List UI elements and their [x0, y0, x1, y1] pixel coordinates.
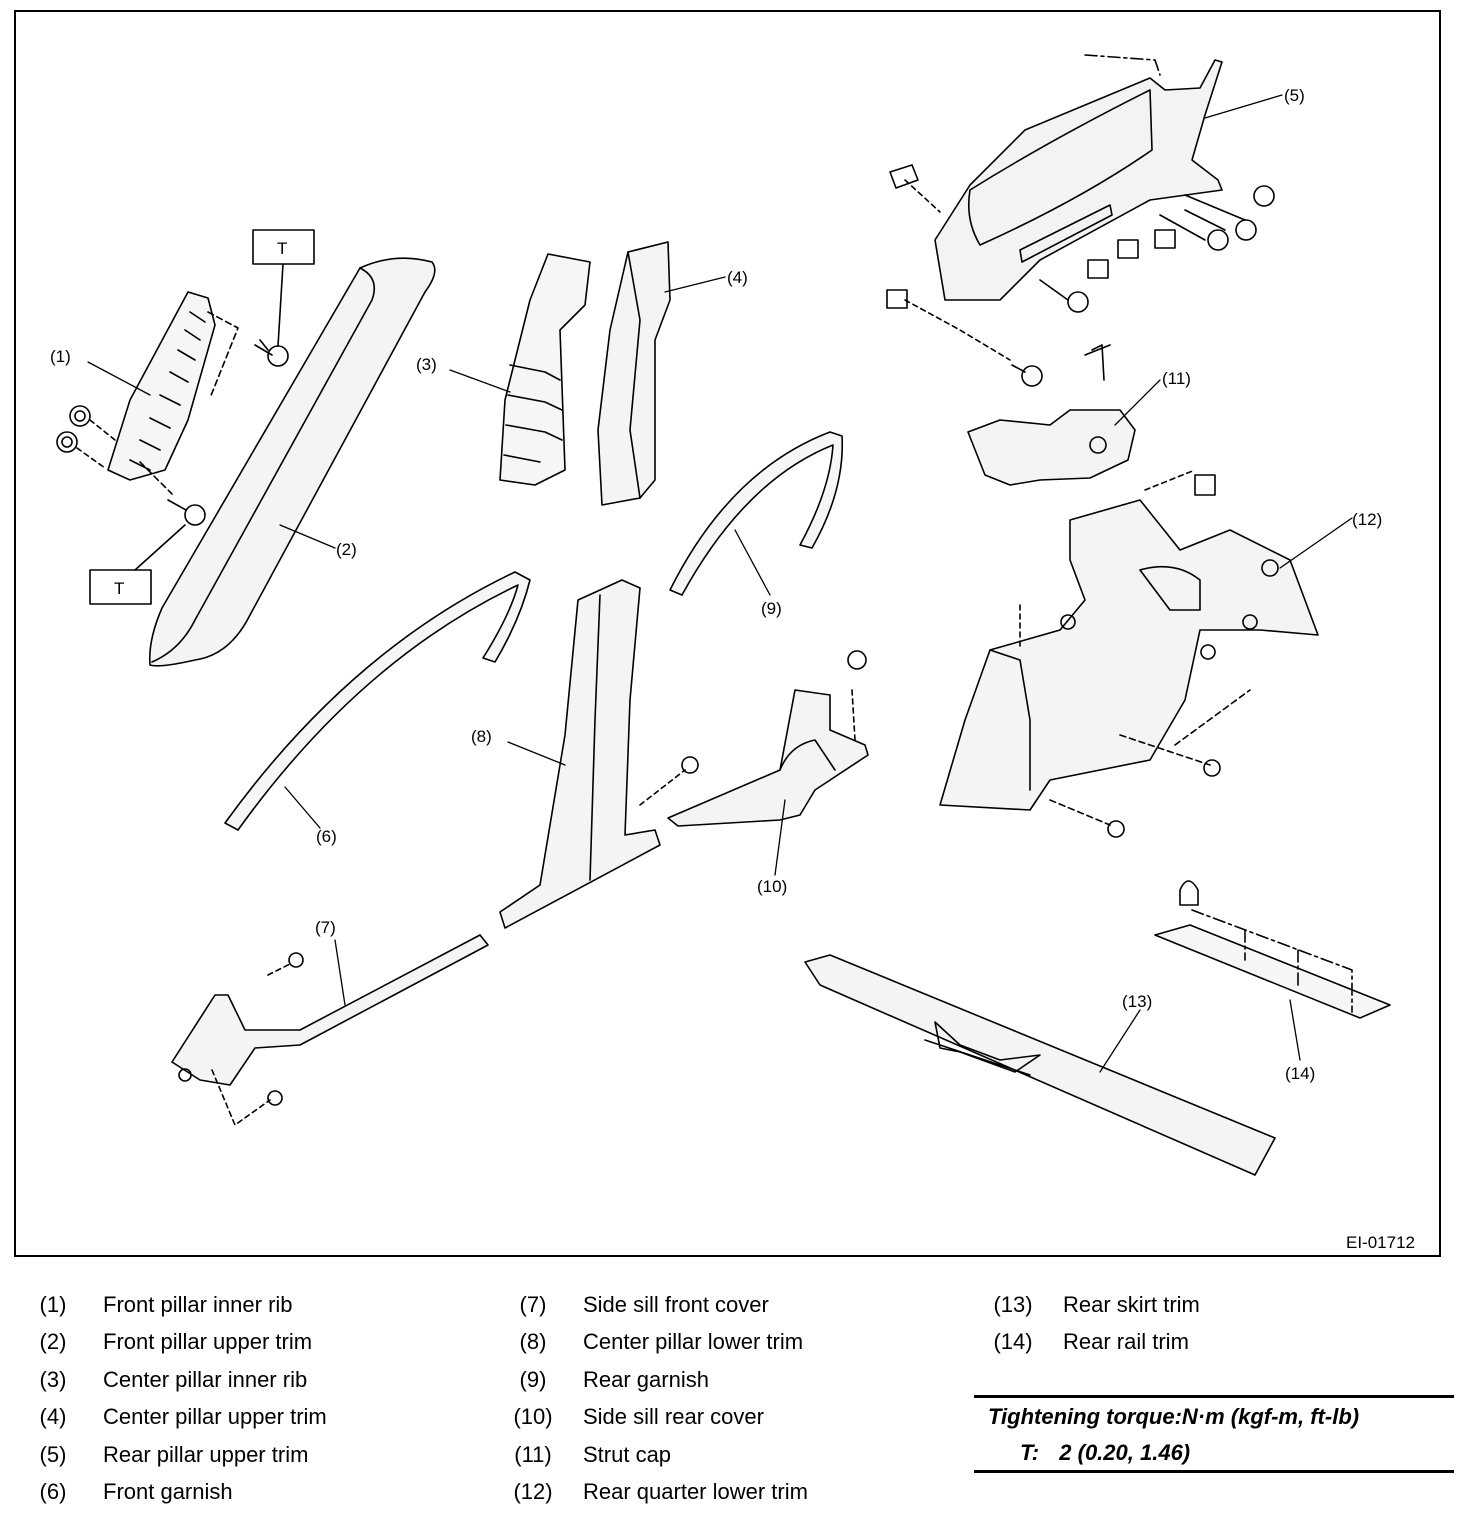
legend-number: (14) [993, 1329, 1033, 1354]
legend-number: (5) [39, 1442, 67, 1467]
callout-7: (7) [315, 918, 336, 937]
legend-name: Side sill rear cover [583, 1404, 764, 1429]
legend-number: (1) [39, 1292, 67, 1317]
torque-symbol-upper: T [277, 239, 287, 258]
torque-symbol-lower: T [114, 579, 124, 598]
center-pillar-upper-trim-part [597, 241, 671, 506]
legend-number: (2) [39, 1329, 67, 1354]
legend-number: (4) [39, 1404, 67, 1429]
rear-pillar-upper-trim-part [886, 54, 1275, 387]
legend-number: (12) [513, 1479, 553, 1504]
callout-11: (11) [1162, 369, 1191, 388]
legend-name: Rear garnish [583, 1367, 709, 1392]
exploded-diagram: (1) (2) (3) (4) (5) (6) (7) (8) (9) (10)… [14, 10, 1441, 1257]
side-sill-rear-cover-part [667, 650, 869, 827]
side-sill-front-cover-part [171, 934, 489, 1126]
callout-4: (4) [727, 268, 748, 287]
legend-name: Front garnish [103, 1479, 233, 1504]
rear-skirt-trim-part [804, 954, 1276, 1176]
callout-9: (9) [761, 599, 782, 618]
figure-id: EI-01712 [1346, 1233, 1415, 1252]
front-pillar-upper-trim-part [148, 257, 436, 667]
callout-8: (8) [471, 727, 492, 746]
legend-number: (11) [514, 1442, 552, 1467]
torque-spec-row: T: 2 (0.20, 1.46) [1020, 1440, 1472, 1466]
legend-name: Center pillar inner rib [103, 1367, 308, 1392]
callout-labels: (1) (2) (3) (4) (5) (6) (7) (8) (9) (10)… [50, 86, 1415, 1252]
torque-spec-label: T: [1020, 1440, 1040, 1465]
callout-13: (13) [1122, 992, 1152, 1011]
rear-quarter-lower-trim-part [939, 469, 1319, 838]
callout-10: (10) [757, 877, 787, 896]
callout-12: (12) [1352, 510, 1382, 529]
legend-name: Rear rail trim [1063, 1329, 1189, 1354]
legend-number: (8) [519, 1329, 547, 1354]
legend-number: (3) [39, 1367, 67, 1392]
legend-name: Rear skirt trim [1063, 1292, 1200, 1317]
rear-rail-trim-part [1154, 880, 1391, 1019]
legend-number: (9) [519, 1367, 547, 1392]
torque-rule-top [974, 1395, 1454, 1398]
center-pillar-inner-rib-part [499, 253, 591, 486]
callout-14: (14) [1285, 1064, 1315, 1083]
legend-name: Front pillar inner rib [103, 1292, 293, 1317]
legend-name: Front pillar upper trim [103, 1329, 313, 1354]
callout-5: (5) [1284, 86, 1305, 105]
torque-box-upper [252, 229, 315, 265]
legend-number: (13) [993, 1292, 1033, 1317]
legend-number: (6) [39, 1479, 67, 1504]
legend-name: Strut cap [583, 1442, 672, 1467]
legend-name: Rear quarter lower trim [583, 1479, 808, 1504]
legend-name: Side sill front cover [583, 1292, 769, 1317]
legend-number: (7) [519, 1292, 547, 1317]
callout-2: (2) [336, 540, 357, 559]
torque-heading: Tightening torque:N·m (kgf-m, ft-lb) [988, 1404, 1360, 1429]
callout-1: (1) [50, 347, 71, 366]
center-pillar-lower-trim-part [499, 579, 699, 929]
rear-garnish-part [669, 431, 844, 596]
diagram-frame [14, 10, 1441, 1257]
legend-name: Center pillar upper trim [103, 1404, 327, 1429]
front-garnish-part [224, 571, 531, 831]
legend-name: Rear pillar upper trim [103, 1442, 309, 1467]
front-pillar-inner-rib-part [56, 291, 289, 526]
torque-box-lower [89, 569, 152, 605]
callout-6: (6) [316, 827, 337, 846]
torque-rule-bottom [974, 1470, 1454, 1473]
callout-3: (3) [416, 355, 437, 374]
leader-lines [87, 94, 1353, 1073]
legend-number: (10) [513, 1404, 553, 1429]
strut-cap-part [967, 344, 1136, 486]
torque-spec-value: 2 (0.20, 1.46) [1059, 1440, 1191, 1465]
legend-name: Center pillar lower trim [583, 1329, 804, 1354]
